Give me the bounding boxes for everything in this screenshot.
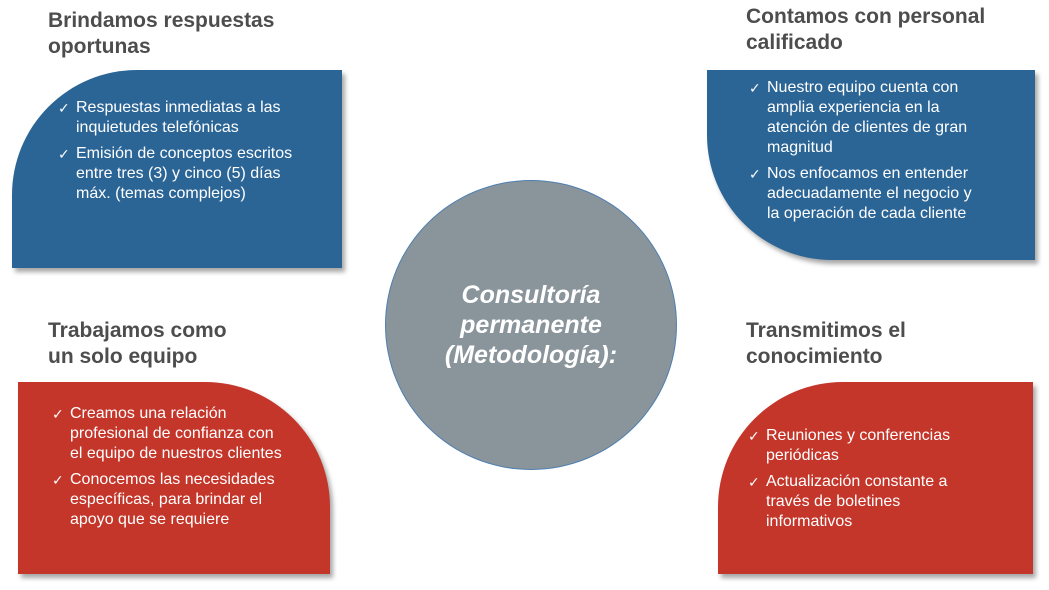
list-item: ✓ Nos enfocamos en entender adecuadament… — [749, 165, 972, 222]
center-title: Consultoría permanente (Metodología): — [444, 281, 618, 369]
list-item: ✓ Respuestas inmediatas a las inquietude… — [58, 99, 281, 136]
center-circle: Consultoría permanente (Metodología): — [385, 180, 677, 470]
card-conocimiento-list: ✓ Reuniones y conferencias periódicas ✓ … — [748, 426, 1027, 532]
checkmark-icon: ✓ — [58, 100, 70, 116]
heading-equipo: Trabajamos como un solo equipo — [48, 319, 227, 368]
card-personal: ✓ Nuestro equipo cuenta con amplia exper… — [707, 70, 1035, 260]
list-item: ✓ Reuniones y conferencias periódicas — [748, 427, 951, 464]
list-item: ✓ Creamos una relación profesional de co… — [52, 405, 282, 462]
list-item: ✓ Nuestro equipo cuenta con amplia exper… — [749, 79, 968, 156]
list-item: ✓ Emisión de conceptos escritos entre tr… — [58, 145, 293, 202]
heading-respuestas: Brindamos respuestas oportunas — [48, 9, 275, 58]
checkmark-icon: ✓ — [749, 166, 761, 182]
checkmark-icon: ✓ — [52, 406, 64, 422]
checkmark-icon: ✓ — [748, 474, 760, 490]
list-item: ✓ Conocemos las necesidades específicas,… — [52, 471, 275, 528]
card-equipo-list: ✓ Creamos una relación profesional de co… — [52, 404, 324, 530]
heading-personal: Contamos con personal calificado — [746, 5, 986, 54]
heading-conocimiento: Transmitimos el conocimiento — [746, 319, 906, 368]
list-item: ✓ Actualización constante a través de bo… — [748, 473, 948, 530]
checkmark-icon: ✓ — [58, 146, 70, 162]
checkmark-icon: ✓ — [52, 472, 64, 488]
card-conocimiento: ✓ Reuniones y conferencias periódicas ✓ … — [718, 382, 1033, 574]
card-equipo: ✓ Creamos una relación profesional de co… — [18, 382, 330, 574]
card-personal-list: ✓ Nuestro equipo cuenta con amplia exper… — [749, 78, 1029, 224]
card-respuestas: ✓ Respuestas inmediatas a las inquietude… — [12, 70, 342, 268]
checkmark-icon: ✓ — [748, 428, 760, 444]
checkmark-icon: ✓ — [749, 80, 761, 96]
card-respuestas-list: ✓ Respuestas inmediatas a las inquietude… — [58, 98, 330, 204]
